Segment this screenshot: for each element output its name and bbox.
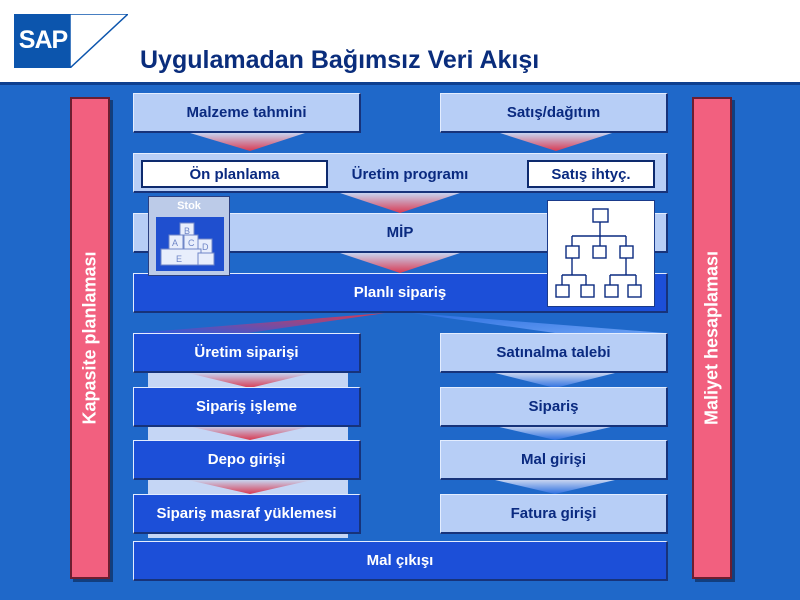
arrow-sales-distribution [500, 133, 612, 151]
order-settlement-box[interactable]: Sipariş masraf yüklemesi [133, 494, 361, 534]
stock-label-d: D [202, 242, 209, 252]
stock-label-c: C [188, 238, 195, 248]
stock-panel: Stok B A C D E [148, 196, 230, 276]
arrow-right-1 [495, 373, 615, 388]
header-divider [0, 82, 800, 85]
production-order-box[interactable]: Üretim siparişi [133, 333, 361, 373]
hierarchy-tree-icon [555, 208, 642, 298]
sap-logo: SAP [14, 14, 128, 68]
sap-logo-text: SAP [18, 26, 68, 54]
material-forecast-box[interactable]: Malzeme tahmini [133, 93, 361, 133]
cost-accounting-bar[interactable]: Maliyet hesaplaması [692, 97, 732, 579]
arrow-material-forecast [190, 133, 305, 151]
arrow-left-3 [188, 480, 312, 494]
arrow-program-to-mip [340, 193, 460, 213]
bom-structure-panel [547, 200, 655, 307]
goods-receipt-warehouse-box[interactable]: Depo girişi [133, 440, 361, 480]
arrow-fan-right [412, 313, 665, 333]
purchase-order-box[interactable]: Sipariş [440, 387, 668, 427]
invoice-receipt-box[interactable]: Fatura girişi [440, 494, 668, 534]
arrow-mip-to-planned [340, 253, 460, 273]
page-title: Uygulamadan Bağımsız Veri Akışı [140, 46, 540, 74]
pre-planning-box[interactable]: Ön planlama [141, 160, 328, 188]
sales-requirements-box[interactable]: Satış ihtyç. [527, 160, 655, 188]
production-program-label[interactable]: Üretim programı [351, 165, 469, 183]
sales-distribution-box[interactable]: Satış/dağıtım [440, 93, 668, 133]
stock-label-a: A [172, 238, 178, 248]
stock-label-e: E [176, 254, 182, 264]
arrow-right-3 [495, 480, 615, 494]
purchase-requisition-box[interactable]: Satınalma talebi [440, 333, 668, 373]
header: SAP Uygulamadan Bağımsız Veri Akışı [0, 0, 800, 84]
arrow-fan-left [135, 313, 385, 333]
arrow-left-2 [188, 426, 312, 440]
goods-receipt-box[interactable]: Mal girişi [440, 440, 668, 480]
stock-title: Stok [177, 200, 201, 212]
arrow-right-2 [495, 426, 615, 440]
warehouse-shelves-icon: B A C D E [156, 217, 224, 271]
sap-logo-box: SAP [14, 14, 70, 68]
goods-issue-box[interactable]: Mal çıkışı [133, 541, 668, 581]
sap-logo-triangle [70, 14, 128, 68]
capacity-planning-bar[interactable]: Kapasite planlaması [70, 97, 110, 579]
arrow-left-1 [188, 373, 312, 388]
stock-label-b: B [184, 226, 190, 236]
order-processing-box[interactable]: Sipariş işleme [133, 387, 361, 427]
